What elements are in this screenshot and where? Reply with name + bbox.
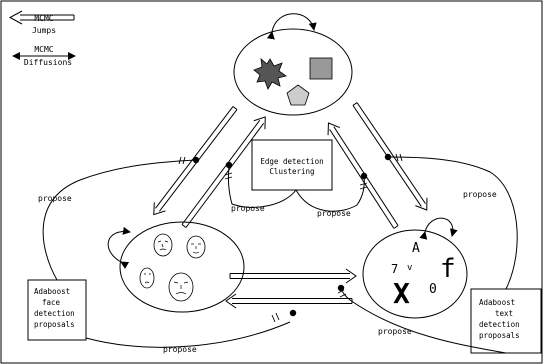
legend-diffusions-arrow	[12, 52, 76, 60]
propose-curve-text-to-generic	[387, 156, 518, 290]
edge-box-line2: Clustering	[269, 167, 314, 176]
jump-arrow-text-to-face	[225, 293, 353, 309]
propose-curve-edge-to-text	[295, 175, 365, 212]
text-glyph-7: 7	[391, 262, 398, 276]
propose-label: propose	[378, 327, 412, 336]
propose-label: propose	[38, 194, 72, 203]
text-region-node: A 7 v f X 0	[362, 217, 468, 319]
text-glyph-f: f	[440, 254, 456, 284]
propose-tick-mark	[178, 156, 186, 165]
pentagon-shape	[286, 84, 310, 106]
face-icon	[153, 233, 173, 257]
text-glyph-a: A	[412, 241, 420, 256]
star-shape	[253, 58, 287, 90]
text-glyph-v: v	[407, 263, 412, 273]
text-self-loop-arrow	[419, 217, 458, 240]
text-glyph-x: X	[393, 277, 410, 310]
legend-jumps-line2: Jumps	[32, 26, 56, 35]
generic-self-loop-arrow	[266, 13, 317, 40]
face-detection-box: Adaboost face detection proposals	[27, 279, 87, 341]
propose-end-dot	[384, 153, 392, 161]
legend-diffusions-line1: MCMC	[34, 45, 53, 54]
propose-tick-mark	[337, 289, 347, 298]
text-box-line2: text	[495, 309, 513, 318]
propose-curve-edge-to-face	[227, 164, 297, 208]
propose-end-dot	[360, 172, 368, 180]
propose-tick-mark	[359, 182, 368, 190]
text-box-line3: detection	[479, 320, 520, 329]
propose-end-dot	[192, 156, 200, 164]
face-box-line4: proposals	[34, 320, 75, 329]
face-region-node	[107, 221, 245, 313]
propose-label: propose	[317, 209, 351, 218]
face-box-line3: detection	[34, 309, 75, 318]
text-detection-box: Adaboost text detection proposals	[470, 288, 542, 354]
jump-arrow-face-to-text	[229, 268, 357, 284]
propose-end-dot	[289, 309, 297, 317]
jump-arrow-face-to-generic	[181, 116, 266, 228]
edge-box-line1: Edge detection	[260, 157, 323, 166]
face-box-line1: Adaboost	[34, 287, 70, 296]
face-icon	[139, 267, 155, 289]
legend-jumps-line1: MCMC	[34, 14, 53, 23]
text-glyph-0: 0	[429, 282, 437, 297]
face-icon	[168, 272, 194, 302]
legend-diffusions-line2: Diffusions	[24, 58, 72, 67]
propose-tick-mark	[395, 153, 403, 162]
propose-end-dot	[337, 284, 345, 292]
text-box-line1: Adaboost	[479, 298, 515, 307]
edge-detection-box: Edge detection Clustering	[251, 139, 333, 191]
propose-label: propose	[231, 204, 265, 213]
face-icon	[186, 235, 206, 259]
propose-curve-face-to-generic	[42, 159, 197, 281]
propose-tick-mark	[224, 172, 233, 180]
text-box-line4: proposals	[479, 331, 520, 340]
legend-jumps-arrow	[8, 10, 75, 25]
propose-label: propose	[463, 190, 497, 199]
generic-region-node	[233, 13, 353, 116]
face-self-loop-arrow	[107, 226, 131, 269]
face-box-line2: face	[42, 298, 61, 307]
square-shape	[309, 57, 333, 80]
propose-curve-text-to-face	[340, 287, 507, 354]
legend: MCMC Jumps MCMC Diffusions	[8, 10, 76, 67]
propose-end-dot	[225, 161, 233, 169]
propose-curve-face-to-text	[85, 321, 291, 348]
propose-label: propose	[163, 345, 197, 354]
propose-tick-mark	[271, 312, 280, 323]
